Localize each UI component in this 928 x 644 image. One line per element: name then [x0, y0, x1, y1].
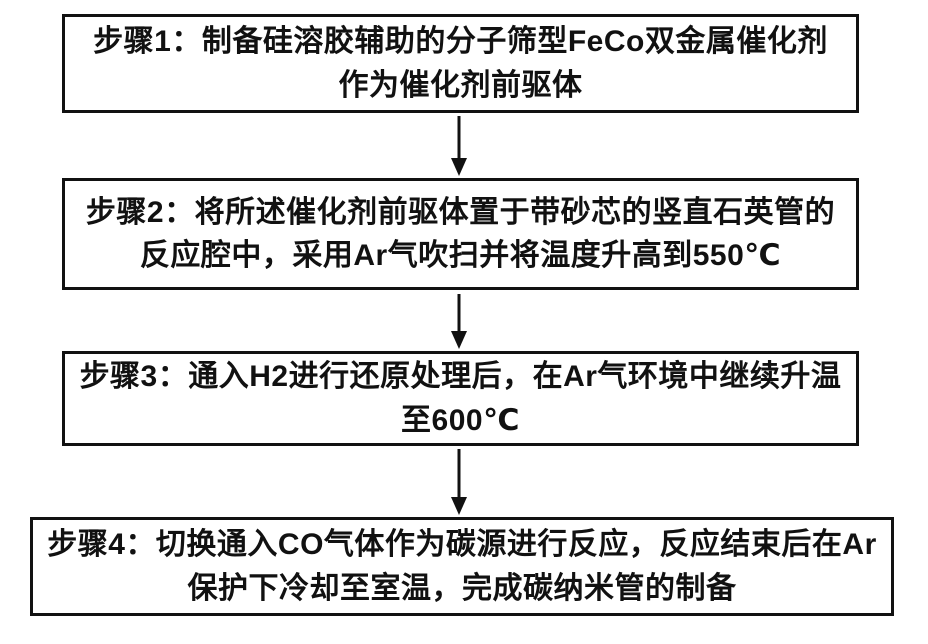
step-box-2: 步骤2：将所述催化剂前驱体置于带砂芯的竖直石英管的反应腔中，采用Ar气吹扫并将温…: [62, 178, 859, 290]
step-1-text: 步骤1：制备硅溶胶辅助的分子筛型FeCo双金属催化剂作为催化剂前驱体: [93, 25, 828, 102]
step-4-text: 步骤4：切换通入CO气体作为碳源进行反应，反应结束后在Ar保护下冷却至室温，完成…: [47, 528, 877, 605]
arrow-down-icon: [451, 449, 467, 515]
step-box-4: 步骤4：切换通入CO气体作为碳源进行反应，反应结束后在Ar保护下冷却至室温，完成…: [30, 517, 894, 616]
step-box-1: 步骤1：制备硅溶胶辅助的分子筛型FeCo双金属催化剂作为催化剂前驱体: [62, 14, 859, 113]
arrow-down-icon: [451, 294, 467, 349]
step-3-text: 步骤3：通入H2进行还原处理后，在Ar气环境中继续升温至600℃: [79, 360, 842, 437]
step-box-3: 步骤3：通入H2进行还原处理后，在Ar气环境中继续升温至600℃: [62, 351, 859, 446]
step-2-text: 步骤2：将所述催化剂前驱体置于带砂芯的竖直石英管的反应腔中，采用Ar气吹扫并将温…: [85, 195, 836, 273]
arrow-down-icon: [451, 116, 467, 176]
